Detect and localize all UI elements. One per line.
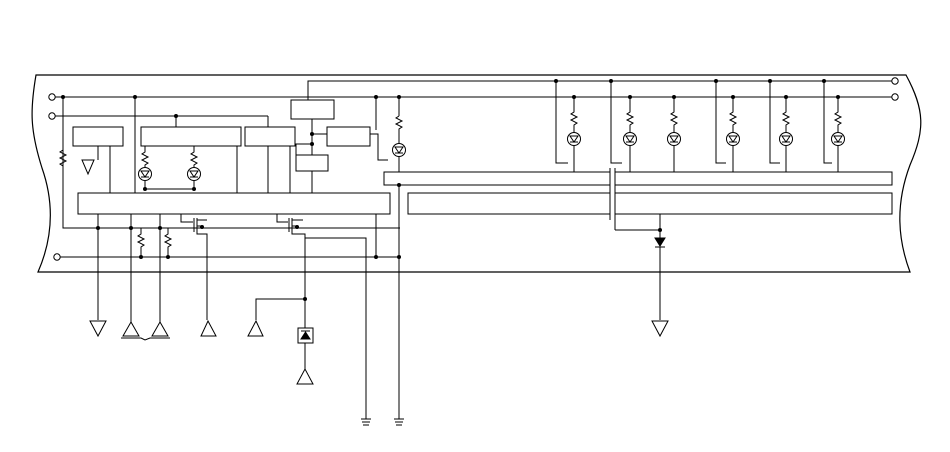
- bus-middle-lower: [408, 193, 610, 214]
- indicator-left-1: [139, 150, 152, 181]
- block-d: [291, 100, 334, 119]
- indicator-right-2: [611, 81, 637, 172]
- connector-terminals: [49, 78, 898, 260]
- ground-symbol-right: [652, 321, 668, 336]
- supply-rails: [55, 81, 892, 257]
- indicator-middle: [393, 97, 406, 172]
- terminal-top-right-2: [892, 94, 898, 100]
- left-blocks: [73, 100, 370, 171]
- indicator-left-2: [188, 150, 201, 181]
- block-b: [141, 127, 241, 146]
- ground-up-1: [123, 322, 139, 336]
- terminal-top-left-2: [49, 113, 55, 119]
- bus-right-upper: [615, 172, 892, 185]
- ground-up-5: [297, 369, 313, 384]
- indicator-right-4: [716, 81, 740, 172]
- terminal-top-right-1: [892, 78, 898, 84]
- junction-dots: [61, 79, 840, 301]
- block-e: [327, 127, 370, 146]
- right-indicators: [556, 81, 845, 172]
- ground-down-1: [90, 321, 106, 336]
- ground-up-4: [248, 321, 263, 336]
- bus-left: [78, 193, 390, 214]
- ground-up-3: [201, 321, 216, 336]
- block-c: [245, 127, 295, 146]
- indicator-right-6: [824, 81, 845, 172]
- ground-symbol-internal: [82, 160, 94, 174]
- transistor-1: [181, 214, 207, 320]
- resistor-left: [60, 146, 66, 170]
- terminal-top-left-1: [49, 94, 55, 100]
- block-a: [73, 127, 123, 146]
- transistor-2: [277, 214, 305, 328]
- bottom-ground-symbols: [90, 321, 313, 384]
- external-leads: [98, 185, 399, 415]
- bus-bars: [78, 168, 892, 230]
- chassis-grounds: [361, 415, 404, 425]
- bus-middle-upper: [384, 172, 610, 185]
- block-f: [296, 155, 328, 171]
- indicator-right-3: [668, 97, 681, 172]
- bus-right-lower: [615, 193, 892, 214]
- ground-up-2: [152, 322, 168, 336]
- indicator-right-5: [770, 81, 793, 172]
- resistor-lower-1: [138, 228, 144, 255]
- diode-right: [652, 214, 668, 336]
- resistor-lower-2: [165, 228, 171, 255]
- indicator-right-1: [556, 81, 581, 172]
- boxed-diode: [298, 328, 313, 343]
- module-outline: [32, 75, 921, 272]
- terminal-bottom-left: [54, 254, 60, 260]
